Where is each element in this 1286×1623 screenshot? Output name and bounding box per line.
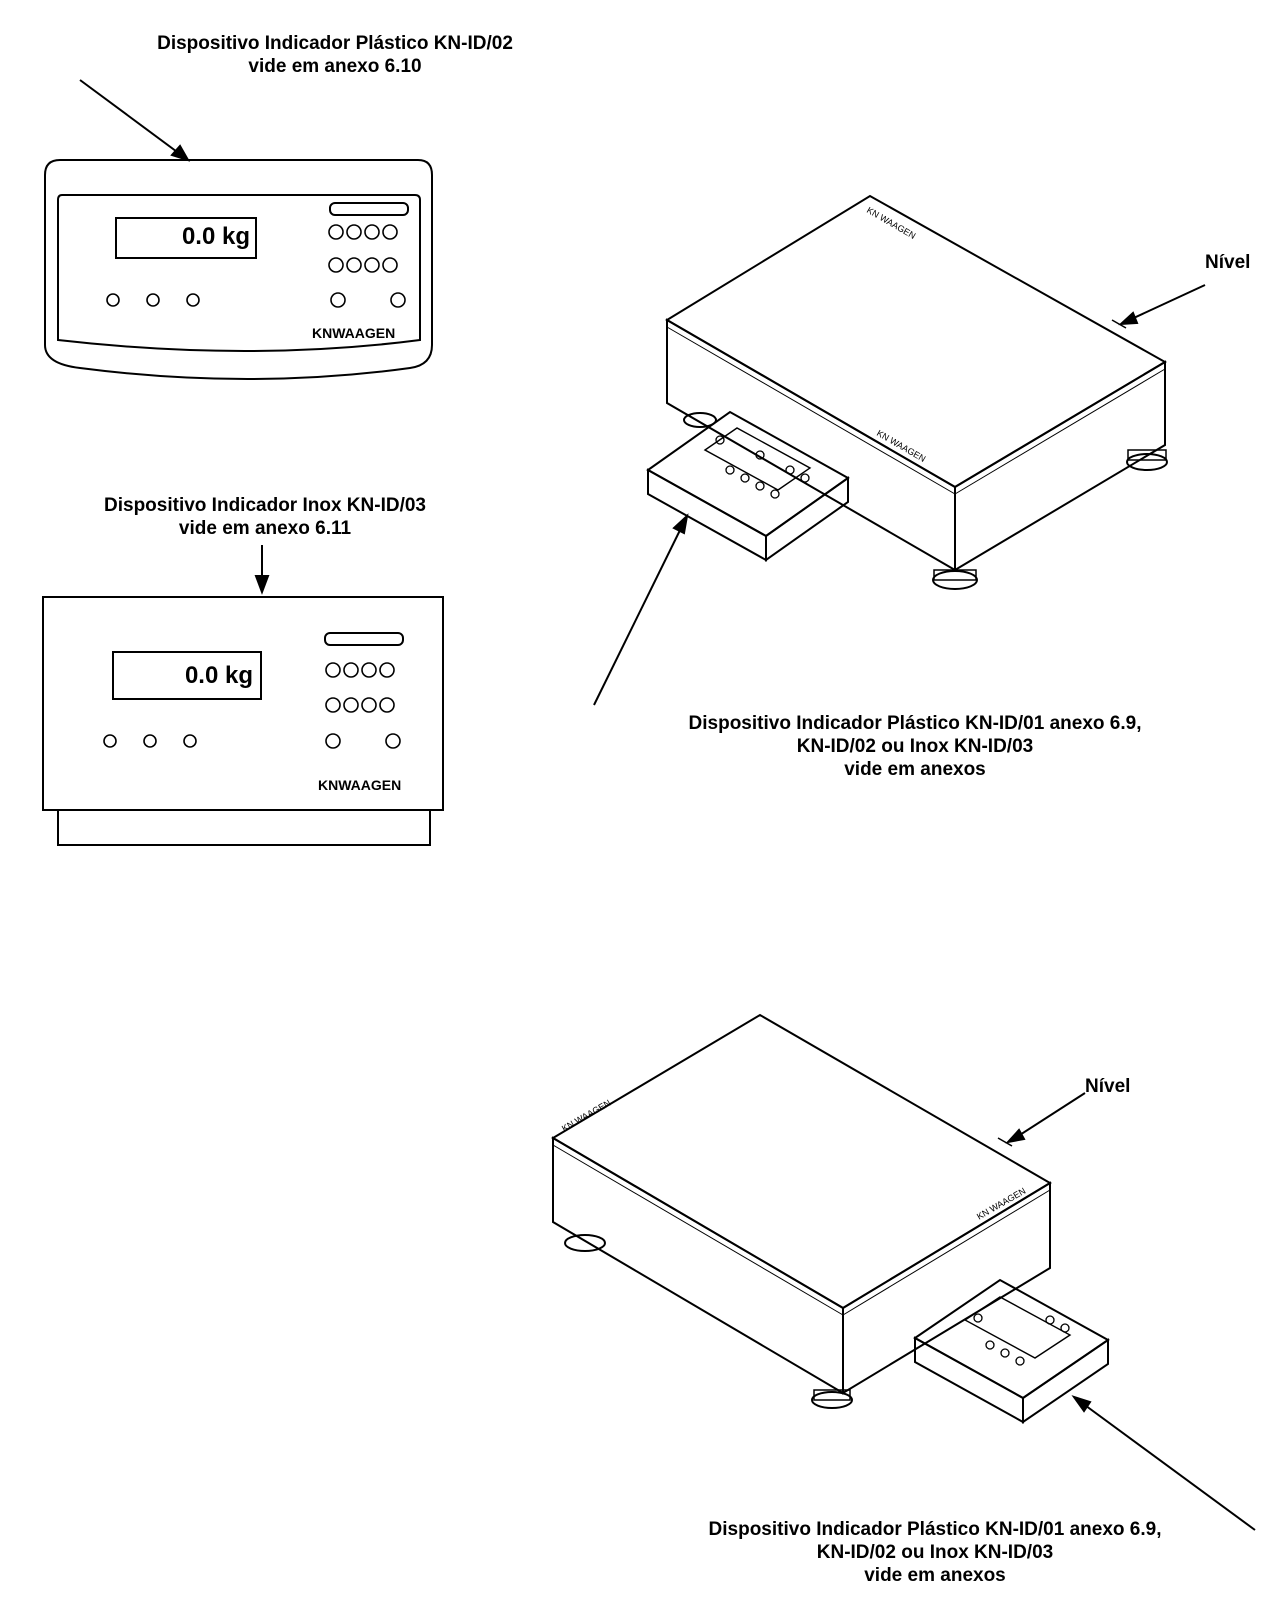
- scale-2-indicator: [913, 1278, 1110, 1400]
- plastic-display-window: [115, 217, 257, 259]
- inox-indicator-drawing: [42, 545, 444, 846]
- plastic-indicator-caption: Dispositivo Indicador Plástico KN-ID/02 …: [85, 32, 585, 78]
- plastic-indicator-housing: [44, 159, 433, 380]
- scale-2-side: [842, 1181, 1051, 1395]
- scale-1-drawing: [593, 194, 1206, 706]
- scale-1-indicator-arrow: [593, 519, 686, 706]
- arrow-head: [254, 575, 270, 595]
- plastic-indicator-drawing: [44, 79, 433, 380]
- plastic-display-readout: 0.0 kg: [181, 223, 250, 250]
- scale-2-indicator-arrow: [1077, 1399, 1256, 1531]
- scale-2-drawing: [551, 1013, 1256, 1531]
- scale-1-indicator-caption: Dispositivo Indicador Plástico KN-ID/01 …: [595, 712, 1235, 781]
- nivel-1-arrow: [1124, 284, 1206, 323]
- caption-line: vide em anexo 6.10: [248, 56, 422, 77]
- nivel-2-label: Nível: [1085, 1076, 1131, 1097]
- caption-line: Dispositivo Indicador Plástico KN-ID/01 …: [708, 1519, 1162, 1540]
- scale-2-foot: [811, 1391, 853, 1409]
- arrow-head: [1005, 1128, 1026, 1144]
- scale-1-foot: [683, 412, 717, 428]
- scale-2-indicator-caption: Dispositivo Indicador Plástico KN-ID/01 …: [615, 1518, 1255, 1587]
- inox-indicator-base: [57, 809, 431, 846]
- nivel-2-arrow: [1011, 1092, 1086, 1141]
- plastic-indicator-arrow: [79, 79, 189, 161]
- scale-1-foot: [1126, 453, 1168, 471]
- inox-brand-label: KNWAAGEN: [318, 777, 402, 793]
- scale-2-top: [551, 1013, 1052, 1310]
- scale-1-top: [665, 194, 1167, 489]
- plastic-indicator-panel: [57, 194, 421, 352]
- arrow-head: [1071, 1395, 1092, 1413]
- plastic-status-strip: [329, 202, 409, 216]
- arrow-head: [170, 144, 191, 162]
- caption-line: Dispositivo Indicador Plástico KN-ID/02: [157, 33, 513, 54]
- caption-line: Dispositivo Indicador Plástico KN-ID/01 …: [688, 713, 1142, 734]
- inox-status-strip: [324, 632, 404, 646]
- arrow-head: [672, 513, 689, 535]
- plastic-keypad: [106, 224, 406, 308]
- caption-line: KN-ID/02 ou Inox KN-ID/03: [796, 736, 1034, 757]
- scale-2-front: [552, 1136, 844, 1395]
- caption-line: Dispositivo Indicador Inox KN-ID/03: [104, 495, 426, 516]
- caption-line: KN-ID/02 ou Inox KN-ID/03: [816, 1542, 1054, 1563]
- arrow-head: [1118, 311, 1139, 326]
- caption-line: vide em anexo 6.11: [178, 518, 352, 539]
- scale-1-side: [954, 360, 1166, 572]
- nivel-1-label: Nível: [1205, 252, 1251, 273]
- scale-1-foot: [932, 570, 978, 590]
- inox-indicator-caption: Dispositivo Indicador Inox KN-ID/03 vide…: [35, 494, 495, 540]
- inox-keypad: [103, 662, 401, 749]
- inox-display-readout: 0.0 kg: [184, 662, 253, 689]
- caption-line: vide em anexos: [844, 759, 986, 780]
- caption-line: vide em anexos: [864, 1565, 1006, 1586]
- scale-1-front: [666, 318, 956, 572]
- inox-display-window: [112, 651, 262, 700]
- scale-2-foot: [564, 1234, 606, 1252]
- plastic-brand-label: KNWAAGEN: [312, 325, 396, 341]
